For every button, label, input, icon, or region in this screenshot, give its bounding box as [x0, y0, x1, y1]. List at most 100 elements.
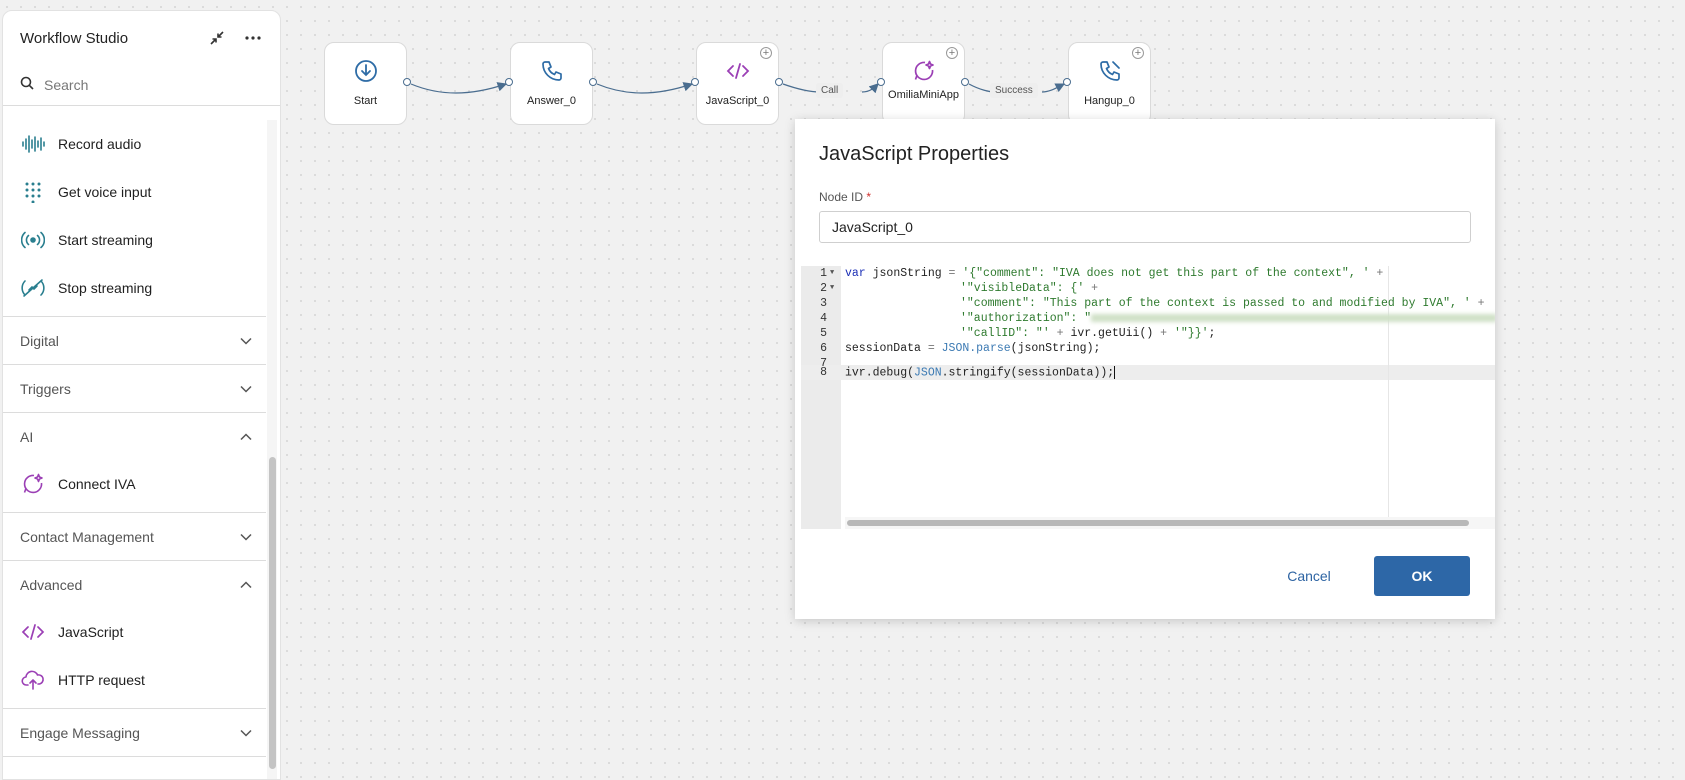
text-caret [1114, 366, 1116, 379]
section-ai[interactable]: AI [3, 412, 266, 460]
code-token: (jsonString); [1010, 342, 1101, 355]
section-label: Digital [20, 332, 59, 349]
cancel-button[interactable]: Cancel [1260, 557, 1358, 595]
fold-toggle-icon[interactable]: ▼ [830, 284, 835, 292]
dialog-title: JavaScript Properties [819, 143, 1010, 165]
code-token: '"comment": "This part of the context is… [960, 297, 1471, 310]
code-token: + [1470, 297, 1485, 310]
code-token: ivr.getUii() [1070, 327, 1154, 340]
phone-hangup-icon [1069, 57, 1150, 85]
code-token: = [927, 342, 935, 355]
editor-horizontal-scrollbar[interactable] [845, 517, 1495, 529]
line-number: 6 [820, 342, 827, 355]
section-digital[interactable]: Digital [3, 316, 266, 364]
node-palette-list: Record audio Get voice input Start strea… [3, 120, 266, 779]
node-port[interactable] [505, 78, 513, 86]
code-token: + [1084, 282, 1099, 295]
code-token: JSON [934, 342, 970, 355]
code-editor[interactable]: 1 ▼ 2 ▼ 3 4 5 6 7 8 var jsonString = '{"… [801, 266, 1495, 529]
editor-scrollbar-thumb[interactable] [847, 520, 1469, 526]
code-token: '"callID": "' [960, 327, 1050, 340]
palette-item-stop-streaming[interactable]: Stop streaming [3, 264, 266, 312]
palette-item-label: Stop streaming [58, 280, 153, 296]
code-token: JSON [914, 366, 942, 380]
download-circle-icon [325, 57, 406, 85]
code-token: .stringify(sessionData)); [941, 366, 1115, 380]
line-number: 4 [820, 312, 827, 325]
fold-toggle-icon[interactable]: ▼ [830, 269, 835, 277]
palette-item-connect-iva[interactable]: Connect IVA [3, 460, 266, 508]
code-icon [697, 57, 778, 85]
code-line-1: var jsonString = '{"comment": "IVA does … [845, 267, 1383, 280]
node-port[interactable] [691, 78, 699, 86]
sidebar-scrollbar-thumb[interactable] [269, 457, 276, 769]
code-token: '"authorization": " [960, 312, 1092, 325]
palette-item-label: Get voice input [58, 184, 152, 200]
palette-item-http-request[interactable]: HTTP request [3, 656, 266, 704]
more-options-icon[interactable] [242, 27, 264, 49]
section-contact-management[interactable]: Contact Management [3, 512, 266, 560]
line-number: 7 [820, 357, 827, 370]
code-token: '"}}' [1173, 327, 1209, 340]
line-number: 3 [820, 297, 827, 310]
code-token: = [948, 267, 956, 280]
palette-item-label: Start streaming [58, 232, 153, 248]
code-token: var [845, 267, 866, 280]
node-id-label-text: Node ID [819, 190, 864, 204]
palette-item-get-voice-input[interactable]: Get voice input [3, 168, 266, 216]
keypad-icon [20, 179, 46, 205]
sparkle-chat-icon [883, 57, 964, 85]
palette-item-start-streaming[interactable]: Start streaming [3, 216, 266, 264]
node-label: Start [353, 95, 378, 107]
edge-label-success: Success [990, 83, 1038, 98]
flow-node-answer[interactable]: Answer_0 [510, 42, 593, 125]
node-id-input[interactable] [819, 211, 1471, 243]
line-number: 5 [820, 327, 827, 340]
node-port[interactable] [589, 78, 597, 86]
palette-item-label: Connect IVA [58, 476, 136, 492]
ok-button[interactable]: OK [1374, 556, 1470, 596]
phone-icon [511, 57, 592, 85]
palette-item-javascript[interactable]: JavaScript [3, 608, 266, 656]
line-number: 8 [820, 366, 827, 379]
palette-item-label: HTTP request [58, 672, 145, 688]
node-port[interactable] [403, 78, 411, 86]
search-input[interactable] [42, 76, 263, 94]
add-node-icon[interactable]: + [760, 47, 772, 59]
code-icon [20, 619, 46, 645]
chevron-up-icon [240, 428, 252, 446]
search-icon [20, 76, 34, 95]
code-token: + [1369, 267, 1384, 280]
sidebar-scrollbar[interactable] [267, 120, 277, 779]
add-node-icon[interactable]: + [946, 47, 958, 59]
sparkle-chat-icon [20, 471, 46, 497]
section-triggers[interactable]: Triggers [3, 364, 266, 412]
chevron-down-icon [240, 724, 252, 742]
node-label: Answer_0 [527, 95, 576, 107]
palette-item-label: JavaScript [58, 624, 124, 640]
flow-node-omilia[interactable]: OmiliaMiniApp [882, 42, 965, 125]
flow-node-start[interactable]: Start [324, 42, 407, 125]
section-divider [3, 756, 266, 779]
palette-item-label: Record audio [58, 136, 142, 152]
collapse-icon[interactable] [206, 27, 228, 49]
line-number: 2 [820, 282, 827, 295]
node-port[interactable] [1063, 78, 1071, 86]
add-node-icon[interactable]: + [1132, 47, 1144, 59]
redacted-token [1091, 313, 1495, 322]
code-token: ivr.debug( [845, 366, 915, 380]
section-advanced[interactable]: Advanced [3, 560, 266, 608]
node-port[interactable] [877, 78, 885, 86]
code-line-4: '"authorization": "", [960, 312, 1495, 325]
section-engage-messaging[interactable]: Engage Messaging [3, 708, 266, 756]
node-port[interactable] [775, 78, 783, 86]
section-label: Contact Management [20, 528, 154, 545]
line-number: 1 [820, 267, 827, 280]
sidebar-title: Workflow Studio [20, 29, 129, 47]
code-line-3: '"comment": "This part of the context is… [960, 297, 1485, 310]
node-id-label: Node ID * [819, 190, 871, 204]
waveform-icon [20, 131, 46, 157]
node-label: JavaScript_0 [705, 95, 770, 107]
node-port[interactable] [961, 78, 969, 86]
palette-item-record-audio[interactable]: Record audio [3, 120, 266, 168]
